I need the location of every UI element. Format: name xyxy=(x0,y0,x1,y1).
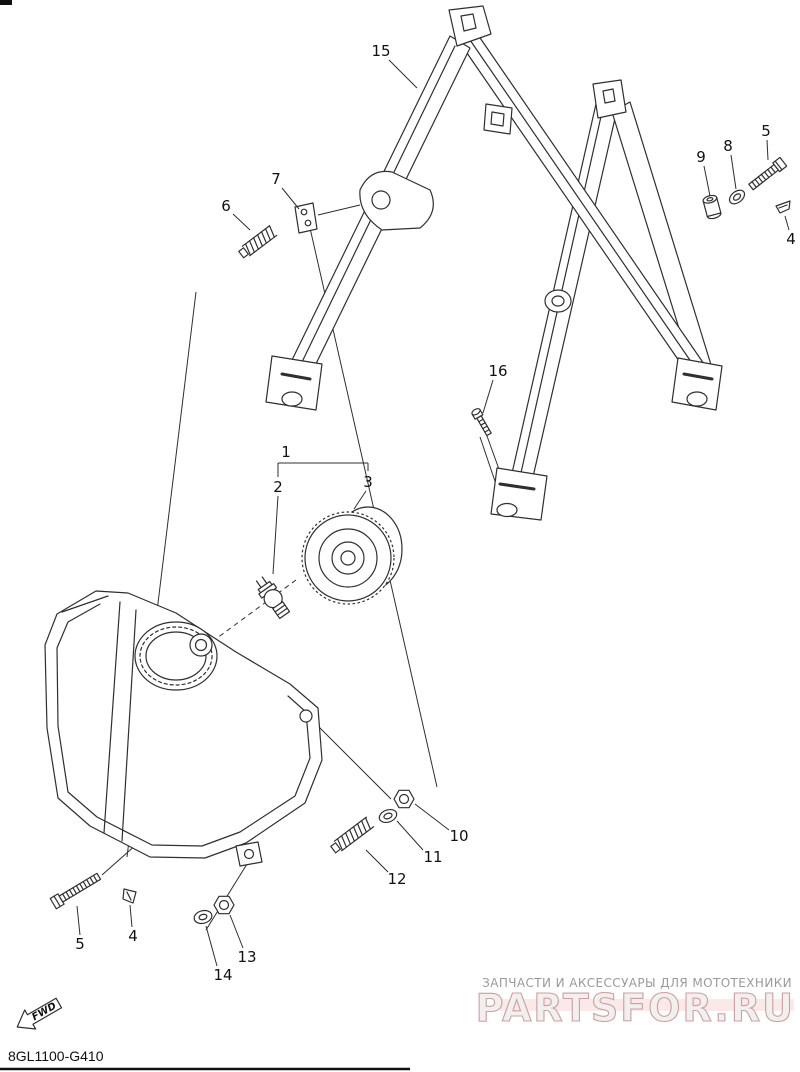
part-label-5: 5 xyxy=(761,122,771,140)
part-label-14: 14 xyxy=(213,966,232,984)
part-5-bolt-bottom xyxy=(49,872,102,910)
fwd-label: FWD xyxy=(30,1001,58,1024)
leader-line-14 xyxy=(205,925,218,967)
leader-line-9 xyxy=(703,165,711,197)
part-label-6: 6 xyxy=(221,197,231,215)
watermark-tagline: ЗАПЧАСТИ И АКСЕССУАРЫ ДЛЯ МОТОТЕХНИКИ xyxy=(482,976,792,990)
leader-line-5 xyxy=(76,905,81,936)
part-4-clip-bottom xyxy=(122,888,137,904)
part-label-8: 8 xyxy=(723,137,733,155)
part-4-clip-top xyxy=(775,200,791,214)
leader-line-7 xyxy=(281,187,300,210)
part-label-15: 15 xyxy=(371,42,390,60)
scan-frame-marks xyxy=(0,0,410,1071)
part-13-nut xyxy=(213,895,235,915)
diagram-code: 8GL1100-G410 xyxy=(8,1048,104,1064)
diagram-line xyxy=(305,713,392,800)
part-label-2: 2 xyxy=(273,478,283,496)
part-label-5: 5 xyxy=(75,935,85,953)
part-label-10: 10 xyxy=(449,827,468,845)
leader-line-12 xyxy=(365,849,389,873)
leader-line-16 xyxy=(482,379,494,414)
part-16-screw xyxy=(471,408,492,437)
part-label-3: 3 xyxy=(363,473,373,491)
leader-line-5 xyxy=(766,139,769,161)
fwd-arrow-icon: FWD xyxy=(16,997,63,1030)
part-12-adjust-spring xyxy=(330,816,375,854)
part-14-washer xyxy=(193,909,213,925)
part-2-bulb xyxy=(255,576,291,620)
leader-line-2 xyxy=(272,495,279,575)
part-label-1: 1 xyxy=(281,443,291,461)
part-label-11: 11 xyxy=(423,848,442,866)
diagram-line xyxy=(205,855,253,931)
part-label-12: 12 xyxy=(387,870,406,888)
leader-line-10 xyxy=(414,803,450,831)
watermark-logo: PARTSFOR.RU xyxy=(476,986,795,1030)
leader-line-15 xyxy=(388,59,418,89)
part-headlight-unit xyxy=(44,590,323,867)
diagram-line xyxy=(317,204,361,216)
part-9-collar xyxy=(702,194,722,220)
part-8-washer xyxy=(728,189,746,205)
leader-line-3 xyxy=(353,490,367,510)
part-15-headlight-stay xyxy=(265,5,723,521)
part-10-nut xyxy=(393,789,415,809)
part-label-4: 4 xyxy=(786,230,796,248)
part-6-adjust-spring xyxy=(238,225,278,259)
leader-line-13 xyxy=(229,914,244,949)
part-5-bolt-top xyxy=(748,156,788,191)
part-label-13: 13 xyxy=(237,948,256,966)
part-label-7: 7 xyxy=(271,170,281,188)
leader-line-4 xyxy=(784,215,790,231)
leader-line-8 xyxy=(730,154,737,190)
watermark-red-band xyxy=(500,999,794,1011)
watermark: ЗАПЧАСТИ И АКСЕССУАРЫ ДЛЯ МОТОТЕХНИКИ PA… xyxy=(475,976,795,1031)
leader-line-6 xyxy=(232,213,251,231)
leader-line-4 xyxy=(129,904,133,928)
part-7-plate xyxy=(294,202,318,234)
part-label-16: 16 xyxy=(488,362,507,380)
leader-line-11 xyxy=(396,820,424,851)
part-label-9: 9 xyxy=(696,148,706,166)
part-11-washer xyxy=(378,808,398,824)
part-label-4: 4 xyxy=(128,927,138,945)
diagram-line xyxy=(212,579,297,642)
part-3-cover-cap xyxy=(301,506,403,605)
